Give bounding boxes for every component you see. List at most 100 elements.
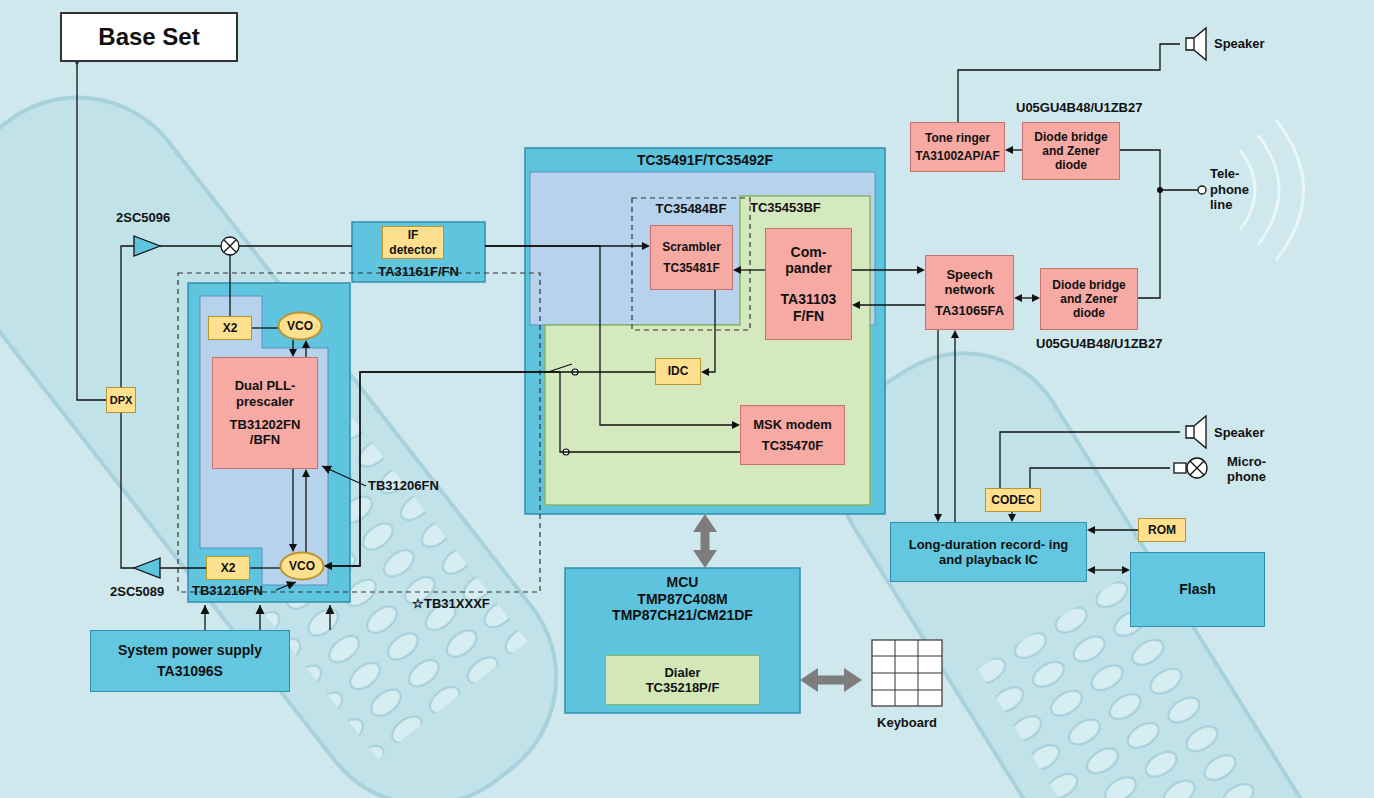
- node-text: X2: [221, 561, 236, 575]
- node-text: Long-duration record- ing and playback I…: [897, 537, 1080, 568]
- switch-symbol: [548, 364, 578, 455]
- function-block: Com- panderTA31103 F/FN: [765, 228, 852, 340]
- part-label: U05GU4B48/U1ZB27: [1036, 336, 1162, 352]
- signal-wire: [937, 330, 938, 514]
- ic-region: TC35453BFCom- panderTA31103 F/FNIDCMSK m…: [545, 196, 870, 505]
- rf-module: [188, 283, 350, 602]
- memory-box: Flash: [1130, 552, 1265, 627]
- signal-wire: [1000, 432, 1180, 488]
- ic-outline: [565, 568, 800, 713]
- handset-illustration: [0, 51, 1358, 798]
- node-text: TMP87C408M: [637, 591, 727, 608]
- signal-wire: [741, 269, 765, 270]
- node-text: TA31161F/FN: [378, 264, 459, 279]
- diagram-title: Base Set: [98, 23, 199, 51]
- node-text: VCO: [287, 319, 313, 333]
- node-text: IF detector: [384, 228, 442, 256]
- node-text: TC35484BF: [656, 201, 727, 216]
- signal-wire: [1095, 529, 1138, 530]
- ic-outline: [632, 198, 750, 330]
- signal-wire: [1030, 468, 1170, 488]
- part-label: 2SC5089: [110, 584, 164, 600]
- mixer-symbol: [221, 237, 239, 255]
- speaker-symbol: [1186, 28, 1206, 448]
- vco-ellipse: VCO: [280, 552, 324, 580]
- part-label: Tele- phone line: [1210, 166, 1258, 213]
- node-text: Speaker: [1214, 36, 1265, 51]
- node-text: Flash: [1179, 581, 1216, 598]
- codec-box: CODEC: [985, 488, 1041, 512]
- rf-wiring: [77, 64, 1198, 630]
- node-text: TA31002AP/AF: [915, 149, 999, 163]
- node-text: Speaker: [1214, 425, 1265, 440]
- bus-arrow: [818, 676, 844, 685]
- node-text: TC35481F: [663, 261, 720, 275]
- part-label: U05GU4B48/U1ZB27: [1016, 100, 1142, 116]
- node-text: DPX: [110, 394, 133, 407]
- node-text: Scrambler: [662, 240, 721, 254]
- signal-wire: [860, 304, 925, 305]
- speaker-node: Speaker: [1180, 28, 1280, 60]
- signal-wire: [958, 44, 1180, 122]
- ic-box: TC35491F/TC35492FTC35484BFScramblerTC354…: [525, 148, 885, 514]
- node-text: Micro- phone: [1210, 454, 1283, 485]
- signal-wire: [709, 290, 715, 372]
- region-outline: [545, 196, 870, 505]
- bus-arrow: [701, 532, 710, 550]
- signal-wire: [1011, 512, 1012, 514]
- signal-wire: [1013, 149, 1022, 150]
- multiplier-box: X2: [208, 316, 252, 340]
- signal-wire: [852, 269, 917, 270]
- speaker-node: Speaker: [1180, 418, 1280, 448]
- part-label: TB31206FN: [368, 478, 439, 494]
- function-block: Diode bridge and Zener diode: [1022, 122, 1120, 180]
- node-text: IDC: [668, 364, 689, 378]
- signal-wire: [305, 348, 306, 357]
- node-text: TA31065FA: [935, 303, 1004, 318]
- node-text: TC35218P/F: [646, 680, 720, 695]
- ic-box: TA31161F/FN IF detector: [352, 222, 485, 282]
- signal-wire: [485, 246, 732, 425]
- node-text: Dialer: [664, 665, 700, 680]
- microphone-symbol: [1174, 458, 1207, 478]
- function-block: Speech networkTA31065FA: [925, 255, 1014, 330]
- ic-region: TC35484BF ScramblerTC35481F: [632, 198, 750, 330]
- part-label: TB31216FN: [192, 583, 263, 599]
- signal-wire: [332, 372, 655, 566]
- multiplier-box: X2: [206, 556, 250, 580]
- ic-box: System power supplyTA31096S: [90, 630, 290, 692]
- node-text: VCO: [289, 559, 315, 573]
- signal-wire: [332, 372, 740, 566]
- node-text: Tone ringer: [925, 131, 990, 145]
- node-text: ROM: [1148, 523, 1176, 537]
- title-box: Base Set: [60, 12, 238, 62]
- signal-wire: [1022, 297, 1032, 298]
- node-text: CODEC: [991, 493, 1034, 507]
- vco-ellipse: VCO: [278, 312, 322, 340]
- node-text: Com- pander: [772, 244, 845, 277]
- function-block: ScramblerTC35481F: [650, 225, 733, 290]
- node-text: TB31202FN /BFN: [218, 417, 312, 448]
- amplifier-symbol: [134, 236, 160, 578]
- module-outline: [178, 273, 540, 592]
- signal-wire: [1095, 569, 1122, 570]
- function-block: DialerTC35218P/F: [605, 655, 760, 705]
- node-text: System power supply: [118, 642, 262, 659]
- ic-box: Long-duration record- ing and playback I…: [890, 522, 1087, 582]
- node-text: Keyboard: [877, 715, 937, 730]
- node-text: Dual PLL-prescaler: [218, 378, 312, 409]
- function-block: Diode bridge and Zener diode: [1040, 268, 1138, 330]
- node-text: Diode bridge and Zener diode: [1044, 278, 1134, 320]
- node-text: MCU: [667, 574, 699, 591]
- signal-wire: [252, 327, 278, 328]
- node-text: Diode bridge and Zener diode: [1026, 130, 1116, 172]
- line-terminal: [1157, 186, 1206, 194]
- node-text: TC35470F: [762, 438, 823, 453]
- node-text: TA31096S: [157, 663, 223, 680]
- ic-outline: [525, 148, 885, 514]
- signal-wire: [292, 469, 293, 544]
- part-label: ☆TB31XXXF: [412, 596, 490, 612]
- node-text: TMP87CH21/CM21DF: [612, 607, 753, 624]
- signal-wire: [292, 340, 293, 349]
- signal-wire: [954, 338, 955, 522]
